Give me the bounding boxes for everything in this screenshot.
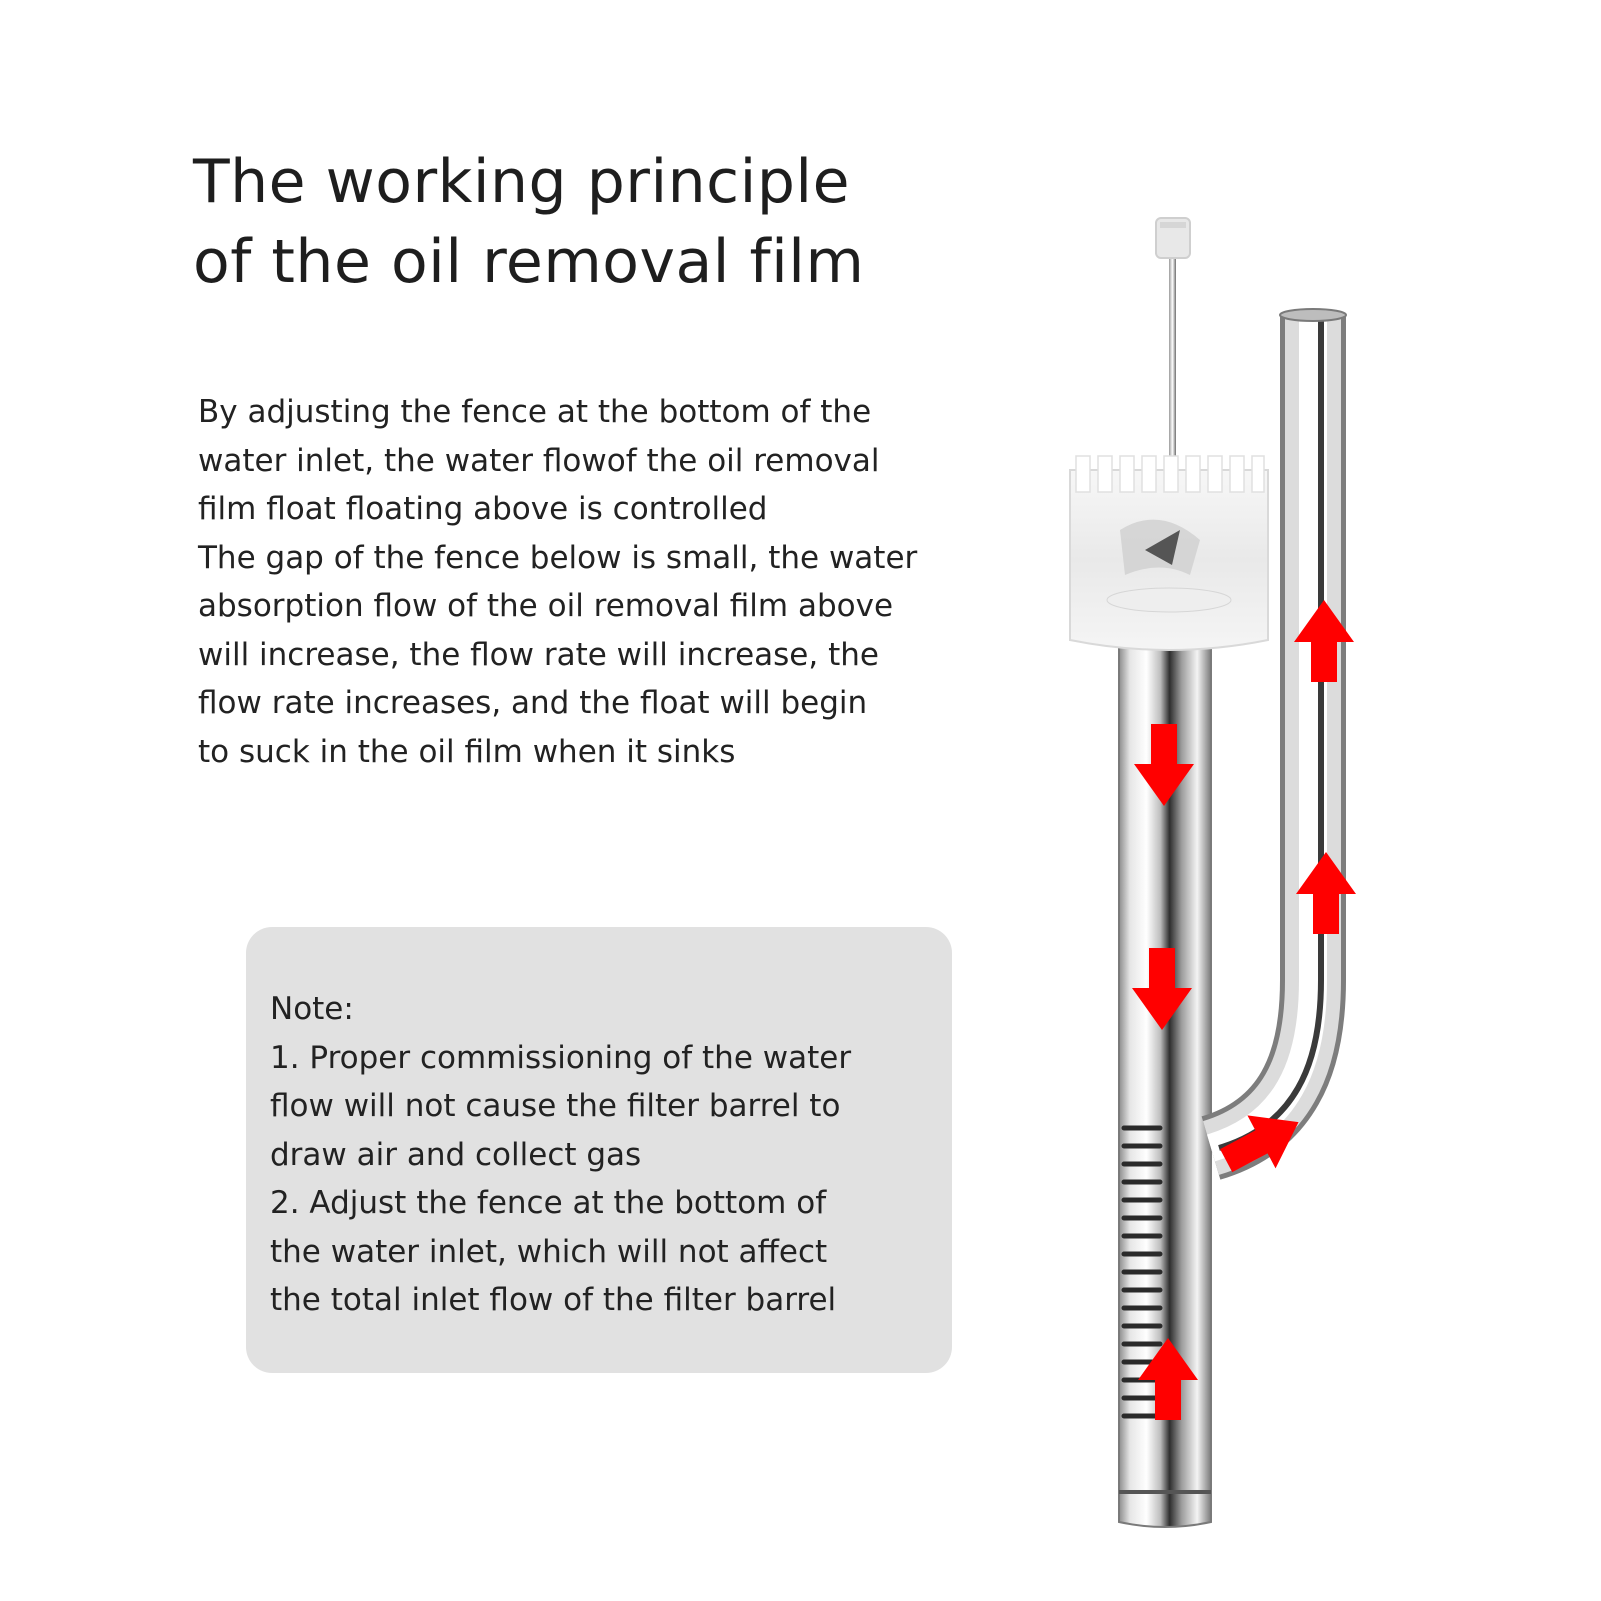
intake-pipe [1118, 559, 1212, 1528]
title-line-1: The working principle [193, 147, 850, 217]
adjust-rod [1169, 255, 1176, 485]
skimmer-float-cap [1069, 455, 1269, 651]
arrow-down-icon [1134, 724, 1194, 806]
principle-description: By adjusting the fence at the bottom of … [198, 388, 1018, 776]
note-box: Note: 1. Proper commissioning of the wat… [246, 927, 952, 1373]
note-line: 1. Proper commissioning of the water [270, 1039, 852, 1076]
arrow-down-icon [1132, 948, 1192, 1030]
note-line: the water inlet, which will not affect [270, 1233, 828, 1270]
arrow-up-icon [1296, 852, 1356, 934]
note-line: flow will not cause the filter barrel to [270, 1088, 841, 1124]
description-line: will increase, the flow rate will increa… [198, 636, 879, 673]
note-line: 2. Adjust the fence at the bottom of [270, 1185, 827, 1221]
note-line: the total inlet flow of the filter barre… [270, 1282, 837, 1318]
note-line: draw air and collect gas [270, 1136, 642, 1173]
description-line: absorption flow of the oil removal film … [198, 588, 894, 624]
arrow-up-icon [1138, 1338, 1198, 1420]
strainer-slots [1121, 1125, 1163, 1419]
description-line: By adjusting the fence at the bottom of … [198, 394, 872, 430]
description-line: The gap of the fence below is small, the… [198, 539, 918, 576]
description-line: water inlet, the water flowof the oil re… [198, 442, 880, 479]
page-title: The working principle of the oil removal… [193, 142, 864, 302]
skimmer-pipe-illustration [1069, 217, 1356, 1528]
note-heading: Note: [270, 991, 354, 1027]
description-line: film float floating above is controlled [198, 491, 768, 527]
arrow-up-right-icon [1220, 1115, 1299, 1173]
note-text: Note: 1. Proper commissioning of the wat… [270, 985, 851, 1325]
description-line: flow rate increases, and the float will … [198, 685, 868, 721]
title-line-2: of the oil removal film [193, 227, 865, 297]
description-line: to suck in the oil film when it sinks [198, 733, 736, 770]
arrow-up-icon [1294, 600, 1354, 682]
